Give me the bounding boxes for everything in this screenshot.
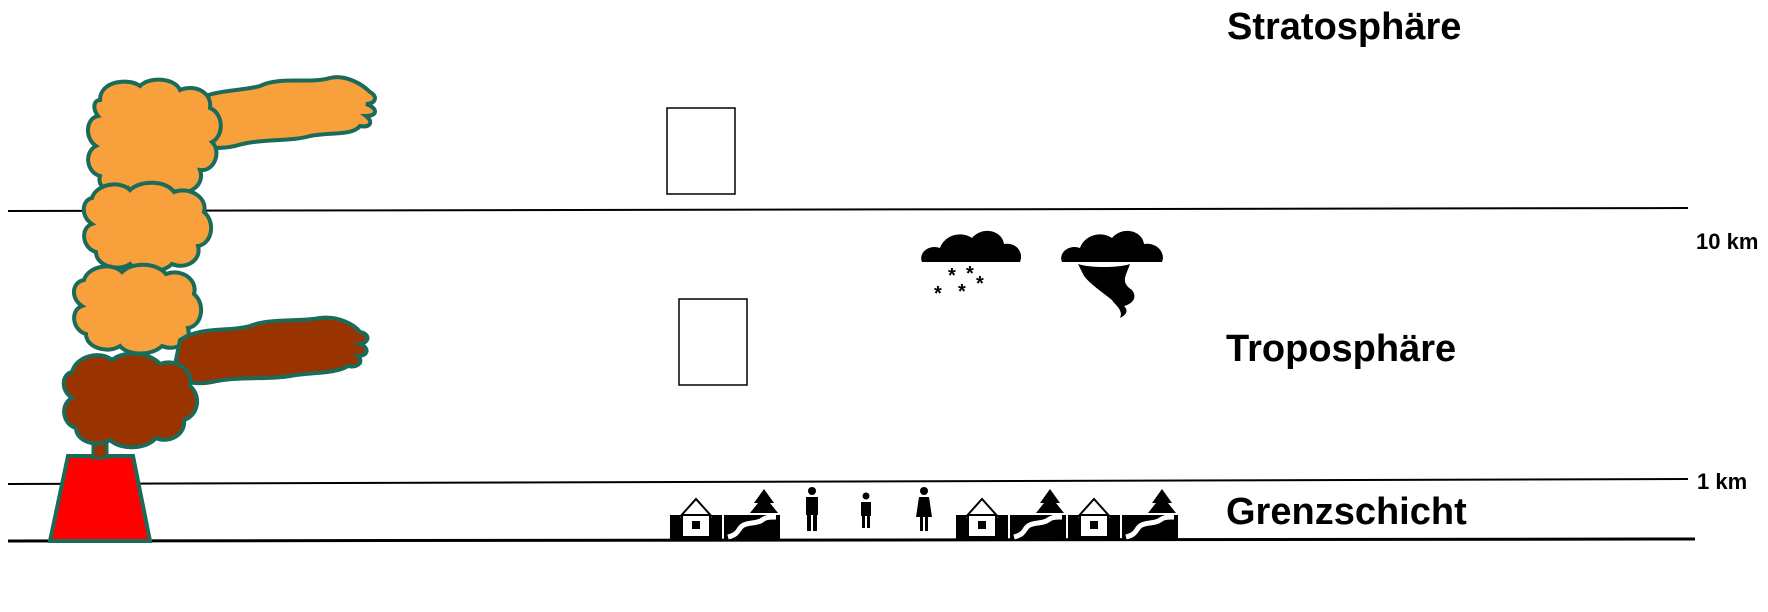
svg-text:*: * xyxy=(934,283,942,305)
house-icon xyxy=(956,499,1008,541)
troposphere-label: Troposphäre xyxy=(1226,328,1456,371)
altitude-10km-label: 10 km xyxy=(1696,229,1758,255)
box-upper xyxy=(667,108,735,194)
river-tree-icon xyxy=(724,489,780,541)
svg-text:*: * xyxy=(948,265,956,287)
chimney xyxy=(50,456,150,541)
man-icon xyxy=(806,487,818,531)
house-icon xyxy=(1068,499,1120,541)
tornado-cloud-icon xyxy=(1061,231,1163,318)
svg-text:*: * xyxy=(966,263,974,285)
river-tree-icon xyxy=(1010,489,1066,541)
woman-icon xyxy=(916,487,932,531)
svg-text:*: * xyxy=(976,273,984,295)
boundary-layer-label: Grenzschicht xyxy=(1226,491,1467,534)
upper-plume xyxy=(74,77,375,353)
child-icon xyxy=(861,493,871,529)
stratosphere-label: Stratosphäre xyxy=(1227,6,1461,49)
svg-text:*: * xyxy=(958,281,966,303)
ground-line xyxy=(8,539,1695,541)
river-tree-icon xyxy=(1122,489,1178,541)
altitude-1km-label: 1 km xyxy=(1697,469,1747,495)
snow-cloud-icon: * * * * * xyxy=(921,231,1021,305)
house-icon xyxy=(670,499,722,541)
boundary-layer-line xyxy=(8,479,1688,484)
tropopause-line xyxy=(8,208,1688,211)
box-lower xyxy=(679,299,747,385)
